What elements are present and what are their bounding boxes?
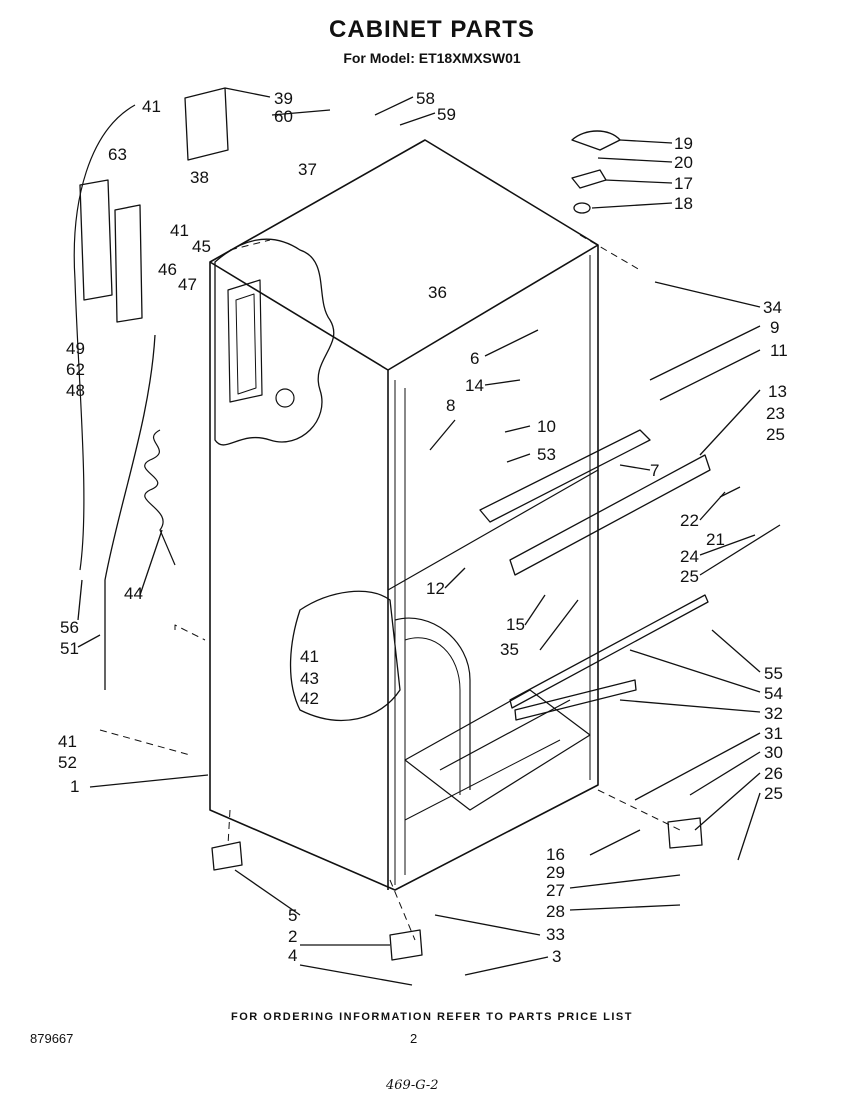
- callout-29: 29: [546, 863, 565, 882]
- callout-54: 54: [764, 684, 783, 703]
- cabinet-body: [209, 139, 599, 891]
- callout-4: 4: [288, 946, 297, 965]
- page-number: 2: [410, 1031, 418, 1046]
- front-roller: [389, 929, 423, 961]
- callout-58: 58: [416, 89, 435, 108]
- callout-47: 47: [178, 275, 197, 294]
- callout-41-mid: 41: [170, 221, 189, 240]
- shelf-rail-7: [479, 429, 651, 523]
- hinge-cap: [571, 130, 621, 151]
- callout-49: 49: [66, 339, 85, 358]
- callout-48: 48: [66, 381, 85, 400]
- callout-14: 14: [465, 376, 484, 395]
- drain-tube: [104, 334, 156, 690]
- callout-51: 51: [60, 639, 79, 658]
- callout-8: 8: [446, 396, 455, 415]
- model-subtitle: For Model: ET18XMXSW01: [343, 50, 521, 66]
- callout-28: 28: [546, 902, 565, 921]
- callout-15: 15: [506, 615, 525, 634]
- callout-25-mid: 25: [680, 567, 699, 586]
- callout-1: 1: [70, 777, 79, 796]
- callout-17: 17: [674, 174, 693, 193]
- mullion: [387, 469, 599, 591]
- callout-41-lower-mid: 41: [300, 647, 319, 666]
- callout-25-lower: 25: [764, 784, 783, 803]
- callout-33: 33: [546, 925, 565, 944]
- callout-60: 60: [274, 107, 293, 126]
- callout-45: 45: [192, 237, 211, 256]
- cabinet-floor: [404, 689, 591, 811]
- wire-harness: [73, 104, 136, 571]
- callout-52: 52: [58, 753, 77, 772]
- callout-21: 21: [706, 530, 725, 549]
- callout-6: 6: [470, 349, 479, 368]
- callout-56: 56: [60, 618, 79, 637]
- callout-31: 31: [764, 724, 783, 743]
- callout-34: 34: [763, 298, 782, 317]
- callout-41-bottom: 41: [58, 732, 77, 751]
- callout-10: 10: [537, 417, 556, 436]
- callout-37: 37: [298, 160, 317, 179]
- cutaway-lower: [289, 590, 401, 722]
- callout-25-upper: 25: [766, 425, 785, 444]
- callout-63: 63: [108, 145, 127, 164]
- callout-11: 11: [770, 341, 788, 360]
- cutaway-upper: [214, 238, 335, 446]
- callout-59: 59: [437, 105, 456, 124]
- crisper-rail-54: [509, 594, 709, 709]
- callout-26: 26: [764, 764, 783, 783]
- coiled-cord: [144, 429, 176, 566]
- callout-39: 39: [274, 89, 293, 108]
- handwritten-note: 469-G-2: [386, 1078, 439, 1093]
- callout-38: 38: [190, 168, 209, 187]
- document-number: 879667: [30, 1031, 74, 1046]
- callout-53: 53: [537, 445, 556, 464]
- callout-13: 13: [768, 382, 787, 401]
- hinge-top: [571, 169, 607, 189]
- callout-62: 62: [66, 360, 85, 379]
- callout-23: 23: [766, 404, 785, 423]
- callout-3: 3: [552, 947, 561, 966]
- callout-46: 46: [158, 260, 177, 279]
- leveler-right: [667, 817, 703, 849]
- callout-41-top: 41: [142, 97, 161, 116]
- callout-16: 16: [546, 845, 565, 864]
- shelf-rail-13: [509, 454, 711, 576]
- control-housing: [184, 87, 229, 161]
- callout-27: 27: [546, 881, 565, 900]
- callout-36: 36: [428, 283, 447, 302]
- callout-5: 5: [288, 906, 297, 925]
- callout-9: 9: [770, 318, 779, 337]
- crisper-rail-32: [514, 679, 637, 721]
- callout-2: 2: [288, 927, 297, 946]
- callout-44: 44: [124, 584, 143, 603]
- callout-32: 32: [764, 704, 783, 723]
- callout-30: 30: [764, 743, 783, 762]
- callout-55: 55: [764, 664, 783, 683]
- callout-43: 43: [300, 669, 319, 688]
- rear-roller: [211, 841, 243, 871]
- page-title: CABINET PARTS: [329, 16, 535, 43]
- ordering-note: FOR ORDERING INFORMATION REFER TO PARTS …: [231, 1011, 633, 1023]
- callout-20: 20: [674, 153, 693, 172]
- callout-18: 18: [674, 194, 693, 213]
- callout-22: 22: [680, 511, 699, 530]
- callout-7: 7: [650, 461, 659, 480]
- callout-19: 19: [674, 134, 693, 153]
- callout-42: 42: [300, 689, 319, 708]
- callout-12: 12: [426, 579, 445, 598]
- callout-35: 35: [500, 640, 519, 659]
- callout-24: 24: [680, 547, 699, 566]
